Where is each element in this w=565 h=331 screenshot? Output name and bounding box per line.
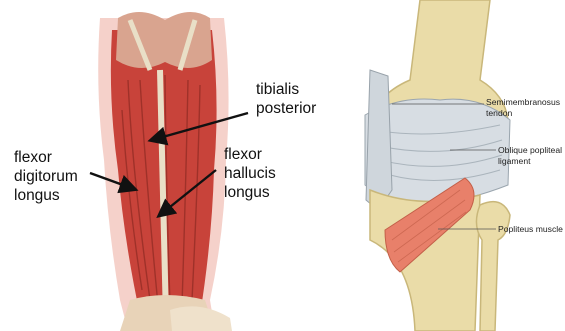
fibula	[476, 202, 510, 331]
left-figure-posterior-leg: tibialis posterior flexor digitorum long…	[0, 0, 330, 331]
label-tibialis-posterior: tibialis posterior	[256, 80, 316, 118]
heel	[170, 306, 232, 331]
label-flexor-digitorum-longus: flexor digitorum longus	[14, 148, 78, 205]
label-popliteus-muscle: Popliteus muscle	[498, 224, 563, 235]
label-oblique-popliteal-ligament: Oblique popliteal ligament	[498, 145, 562, 166]
semimembranosus-tendon	[366, 70, 392, 210]
label-semimembranosus-tendon: Semimembranosus tendon	[486, 97, 560, 118]
label-flexor-hallucis-longus: flexor hallucis longus	[224, 145, 276, 202]
right-figure-posterior-knee: Semimembranosus tendon Oblique popliteal…	[330, 0, 565, 331]
